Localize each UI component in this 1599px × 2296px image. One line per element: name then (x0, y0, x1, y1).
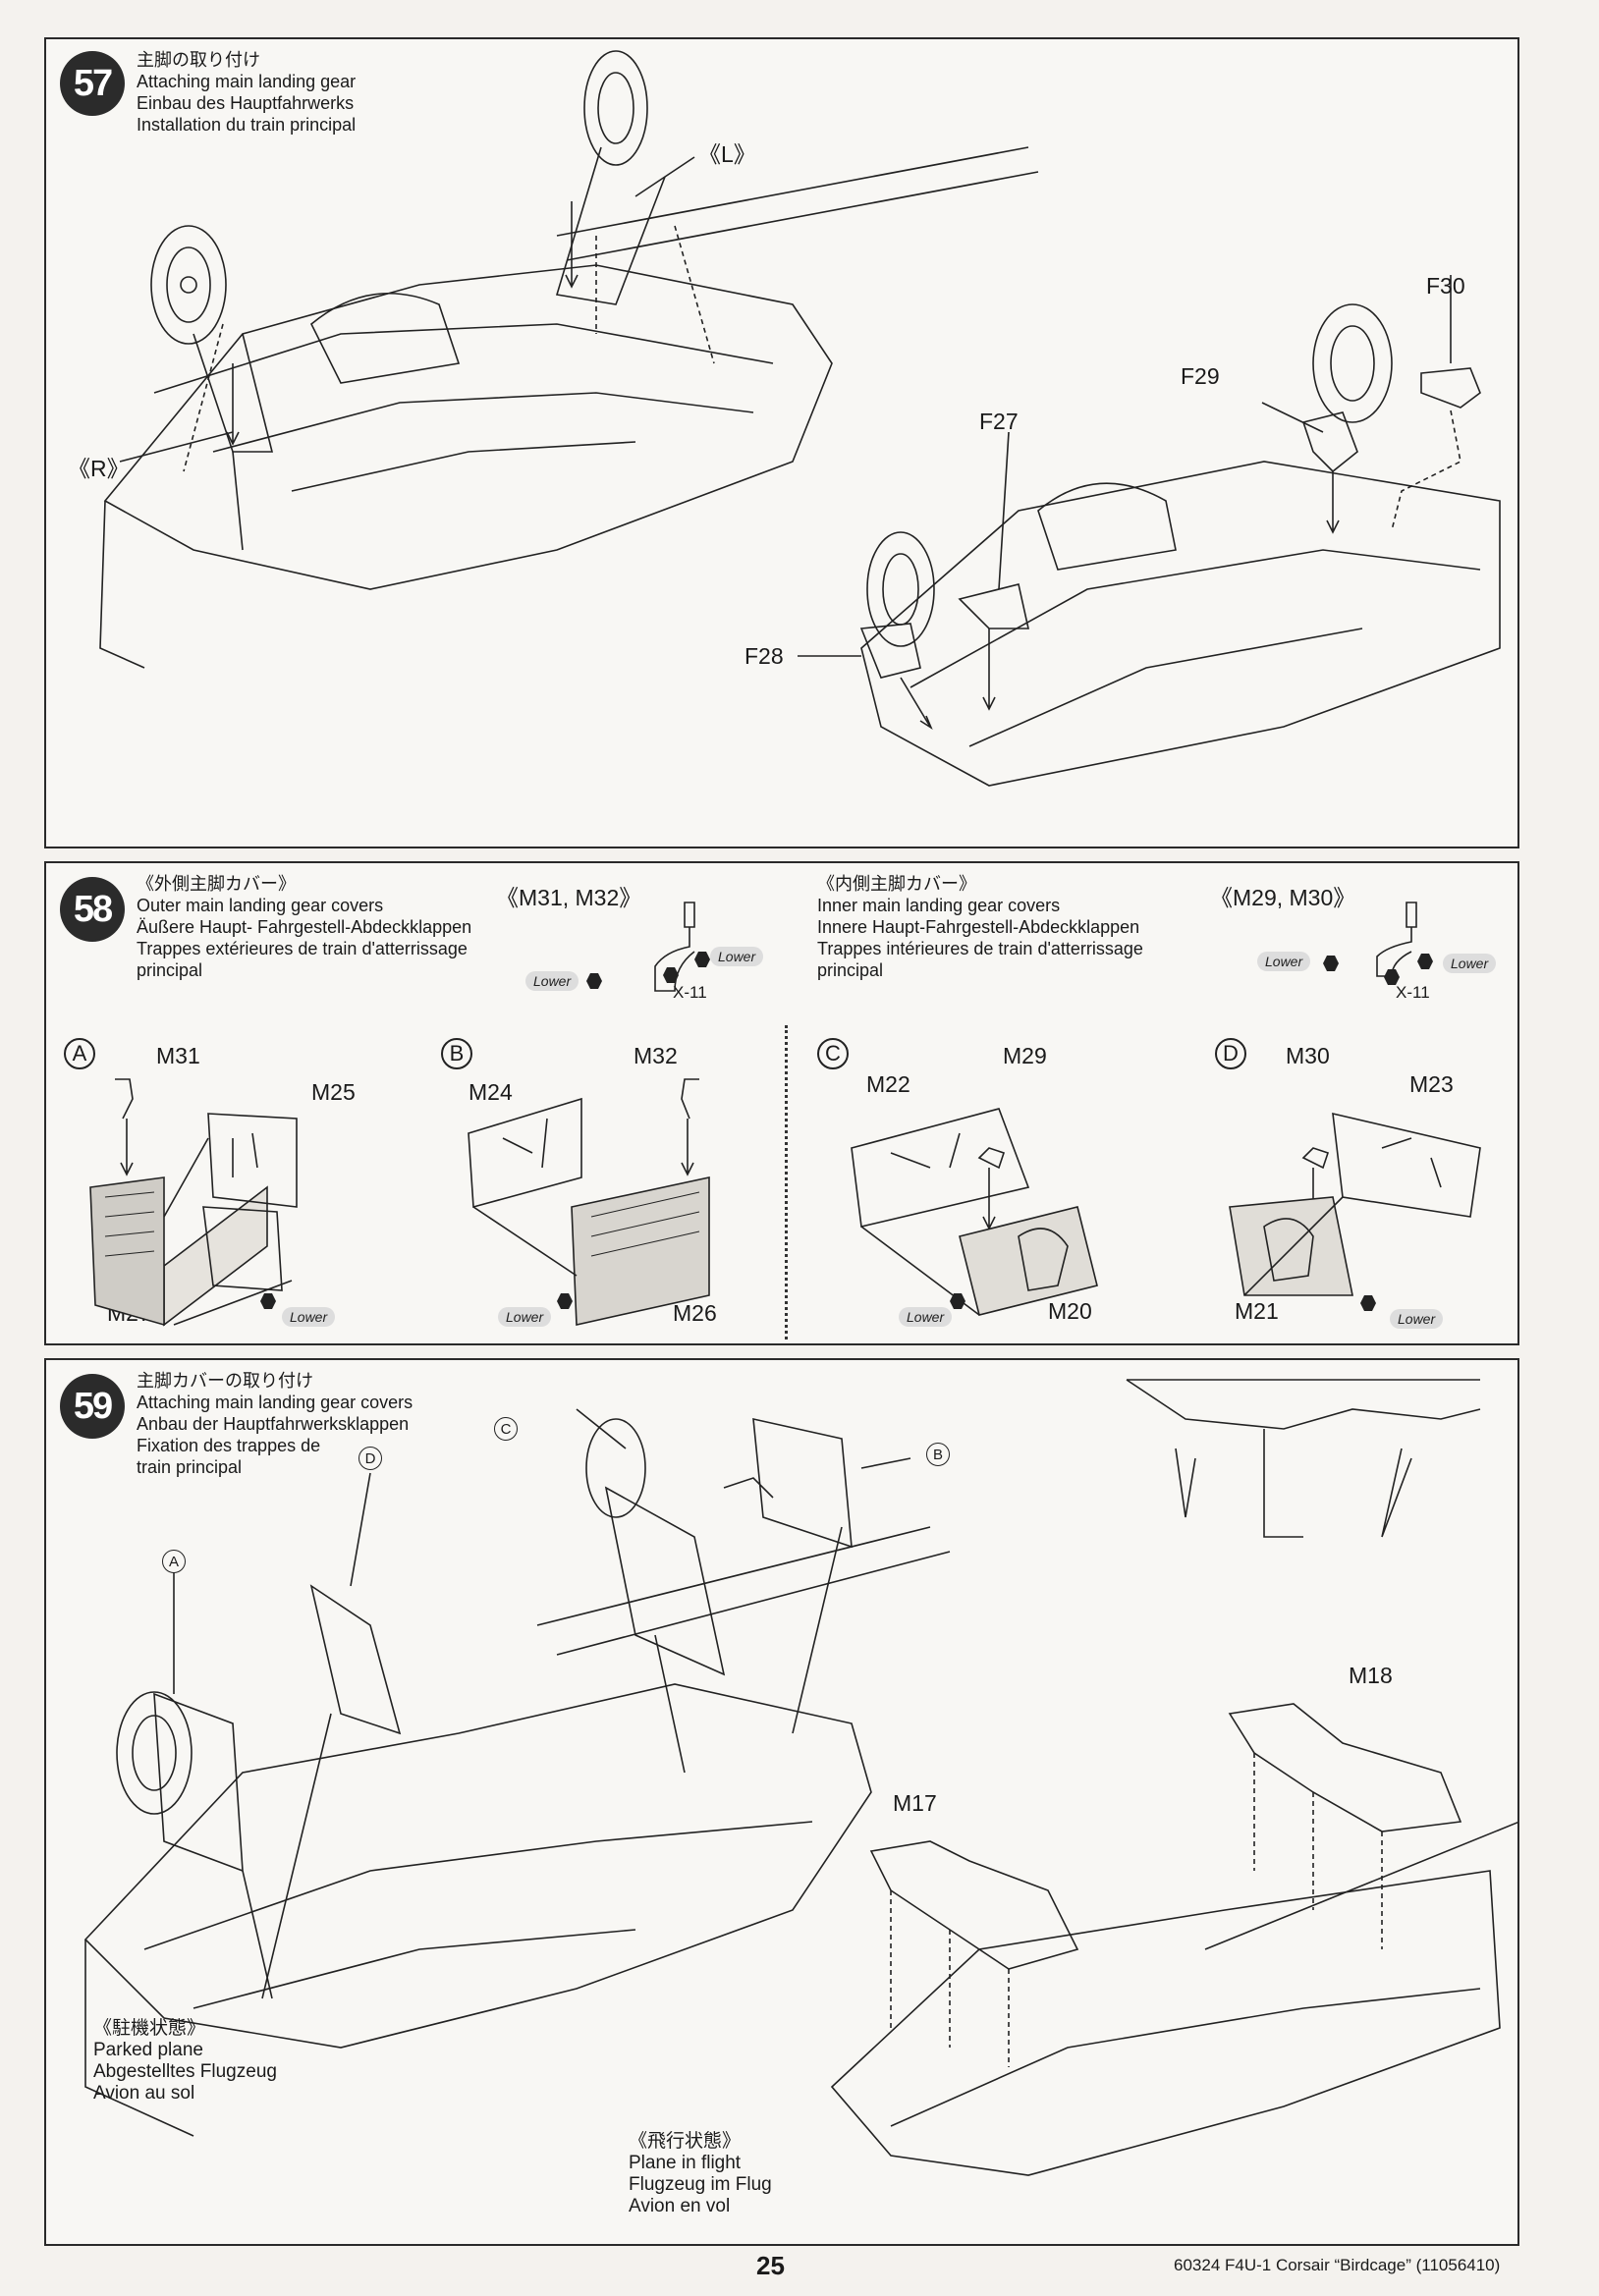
part-label-m32: M32 (634, 1043, 678, 1068)
title-fr-cont: train principal (137, 1457, 243, 1477)
step-58-panel: 58 《外側主脚カバー》 Outer main landing gear cov… (44, 861, 1519, 1345)
subassembly-c-marker: C (817, 1038, 849, 1069)
step-number-badge: 57 (60, 51, 125, 116)
title-jp: 主脚の取り付け (137, 50, 260, 70)
title-de: Einbau des Hauptfahrwerks (137, 93, 355, 113)
part-label-f28: F28 (744, 643, 784, 669)
title-fr: Installation du train principal (137, 115, 357, 135)
inner-parts-header: 《M29, M30》 (1210, 885, 1356, 910)
flight-plane-caption: 《飛行状態》 Plane in flight Flugzeug im Flug … (629, 2131, 772, 2217)
step-59-illustration (83, 1379, 1517, 2176)
section-divider (785, 1025, 788, 1339)
lower-tag: Lower (899, 1307, 953, 1327)
title-fr: Trappes intérieures de train d'atterriss… (817, 939, 1143, 980)
part-label-m29: M29 (1003, 1043, 1047, 1068)
part-label-m31: M31 (156, 1043, 200, 1068)
hex-paint-marker-icon (1360, 1295, 1376, 1311)
part-label-m17: M17 (893, 1790, 937, 1816)
parked-plane-caption: 《駐機状態》 Parked plane Abgestelltes Flugzeu… (93, 2018, 277, 2105)
title-en: Attaching main landing gear (137, 72, 357, 91)
part-label-m25: M25 (311, 1079, 356, 1105)
step-number-badge: 58 (60, 877, 125, 942)
product-code: 60324 F4U-1 Corsair “Birdcage” (11056410… (1174, 2256, 1501, 2274)
title-en: Attaching main landing gear covers (137, 1393, 414, 1412)
paint-code: X-11 (673, 983, 707, 1002)
part-label-m24: M24 (469, 1079, 513, 1105)
part-label-m26: M26 (673, 1300, 717, 1326)
part-label-m30: M30 (1286, 1043, 1330, 1068)
label-right-gear: 《R》 (68, 456, 130, 481)
hex-paint-marker-icon (1384, 969, 1400, 985)
hex-paint-marker-icon (663, 967, 679, 983)
outer-covers-title: 《外側主脚カバー》 Outer main landing gear covers… (137, 873, 520, 981)
subassembly-b-marker: B (441, 1038, 472, 1069)
hex-paint-marker-icon (586, 973, 602, 989)
part-label-m18: M18 (1349, 1663, 1393, 1688)
subassembly-a-marker: A (64, 1038, 95, 1069)
caption-en: Plane in flight (629, 2153, 742, 2173)
paint-code: X-11 (1396, 983, 1430, 1002)
title-jp: 《外側主脚カバー》 (137, 874, 296, 894)
part-label-m20: M20 (1048, 1298, 1092, 1324)
lower-tag: Lower (498, 1307, 552, 1327)
inner-gear-part-icon (1376, 902, 1417, 977)
part-label-m21: M21 (1235, 1298, 1279, 1324)
title-de: Anbau der Hauptfahrwerksklappen (137, 1414, 410, 1434)
subassembly-d-drawing (1229, 1112, 1481, 1296)
step-title: 主脚の取り付け Attaching main landing gear Einb… (137, 49, 356, 136)
hex-paint-marker-icon (950, 1293, 965, 1309)
subassembly-c-drawing (851, 1108, 1098, 1316)
caption-fr: Avion au sol (93, 2083, 195, 2104)
hex-paint-marker-icon (557, 1293, 573, 1309)
title-jp: 主脚カバーの取り付け (137, 1371, 313, 1391)
step-number-badge: 59 (60, 1374, 125, 1439)
lower-tag: Lower (1443, 954, 1497, 973)
caption-en: Parked plane (93, 2040, 203, 2060)
title-fr: Trappes extérieures de train d'atterriss… (137, 939, 468, 980)
lower-tag: Lower (1390, 1309, 1444, 1329)
lower-tag: Lower (525, 971, 579, 991)
part-label-m22: M22 (866, 1071, 910, 1097)
title-fr: Fixation des trappes de (137, 1436, 321, 1455)
caption-jp: 《駐機状態》 (93, 2018, 206, 2039)
callout-b-marker: B (926, 1443, 950, 1466)
subassembly-d-marker: D (1215, 1038, 1246, 1069)
caption-jp: 《飛行状態》 (629, 2131, 742, 2152)
part-label-f30: F30 (1426, 273, 1465, 299)
title-jp: 《内側主脚カバー》 (817, 874, 976, 894)
page-number: 25 (756, 2251, 785, 2280)
lower-tag: Lower (1257, 952, 1311, 971)
callout-a-marker: A (162, 1550, 186, 1573)
hex-paint-marker-icon (1323, 956, 1339, 971)
caption-de: Flugzeug im Flug (629, 2174, 772, 2195)
hex-paint-marker-icon (260, 1293, 276, 1309)
title-de: Innere Haupt-Fahrgestell-Abdeckklappen (817, 917, 1140, 937)
lower-tag: Lower (282, 1307, 336, 1327)
step-title: 主脚カバーの取り付け Attaching main landing gear c… (137, 1370, 413, 1478)
callout-c-marker: C (494, 1417, 518, 1441)
title-de: Äußere Haupt- Fahrgestell-Abdeckklappen (137, 917, 472, 937)
step-59-panel: 59 主脚カバーの取り付け Attaching main landing gea… (44, 1358, 1519, 2246)
caption-de: Abgestelltes Flugzeug (93, 2061, 277, 2082)
caption-fr: Avion en vol (629, 2196, 731, 2216)
part-label-f27: F27 (979, 409, 1019, 434)
title-en: Inner main landing gear covers (817, 896, 1061, 915)
title-en: Outer main landing gear covers (137, 896, 384, 915)
subassembly-b-drawing (468, 1078, 710, 1326)
part-label-f29: F29 (1181, 363, 1220, 389)
outer-gear-part-icon (654, 902, 695, 992)
subassembly-a-drawing (89, 1078, 298, 1327)
part-label-m23: M23 (1409, 1071, 1454, 1097)
inner-covers-title: 《内側主脚カバー》 Inner main landing gear covers… (817, 873, 1190, 981)
hex-paint-marker-icon (694, 952, 710, 967)
step-57-panel: 57 主脚の取り付け Attaching main landing gear E… (44, 37, 1519, 848)
hex-paint-marker-icon (1417, 954, 1433, 969)
callout-d-marker: D (358, 1447, 382, 1470)
label-left-gear: 《L》 (698, 141, 756, 167)
lower-tag: Lower (710, 947, 764, 966)
step-57-illustration (99, 50, 1501, 787)
outer-parts-header: 《M31, M32》 (496, 885, 642, 910)
